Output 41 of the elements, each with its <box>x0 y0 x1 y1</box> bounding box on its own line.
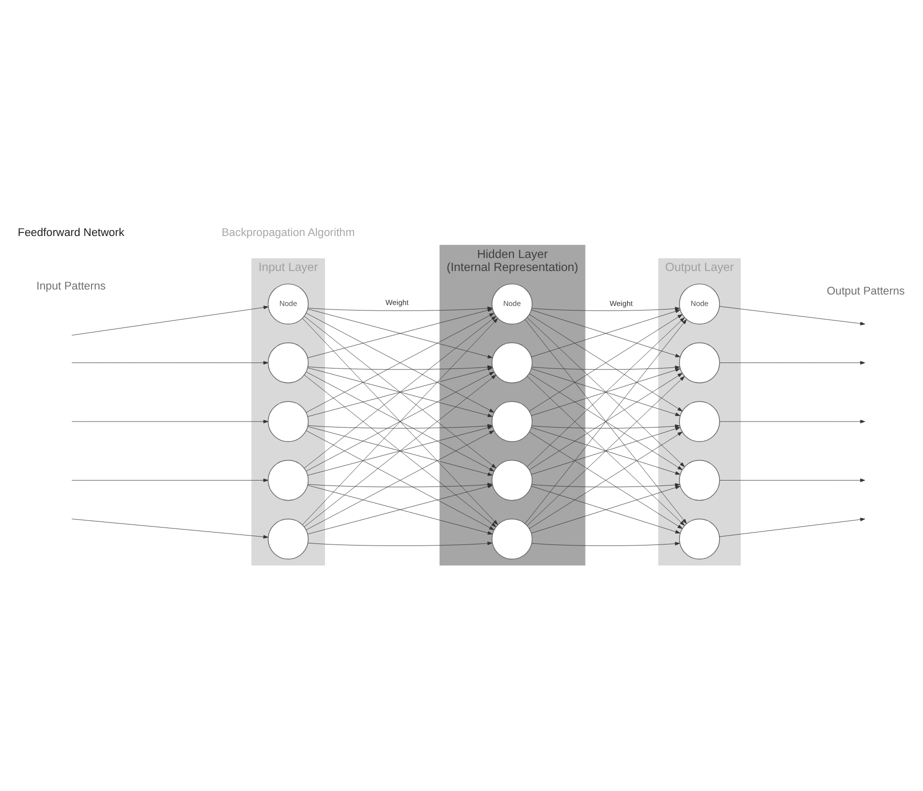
arrow <box>529 372 683 470</box>
arrow <box>304 374 496 528</box>
edge-label: Weight <box>610 298 633 308</box>
node-circle <box>268 518 309 560</box>
node-circle <box>268 460 309 501</box>
label: Input Patterns <box>36 280 106 293</box>
node-circle: Node <box>268 284 309 324</box>
arrow <box>532 483 680 488</box>
arrow <box>532 366 680 370</box>
arrow <box>720 478 866 482</box>
arrow <box>529 432 683 529</box>
arrow <box>720 361 866 365</box>
arrow <box>529 314 683 412</box>
arrow <box>531 427 680 475</box>
edge-label: Weight <box>386 298 409 308</box>
node-circle <box>268 342 309 384</box>
arrow <box>308 542 492 546</box>
arrow <box>532 542 680 546</box>
label: Feedforward Network <box>18 226 124 239</box>
node-circle <box>492 401 533 442</box>
arrow <box>524 319 687 524</box>
arrow <box>526 376 685 526</box>
arrow <box>531 486 680 534</box>
arrow <box>531 310 680 358</box>
arrow <box>526 317 685 467</box>
arrow <box>72 518 268 539</box>
arrow <box>719 518 866 537</box>
arrow <box>72 420 268 424</box>
node-circle <box>268 401 309 442</box>
label: Output Patterns <box>826 286 905 298</box>
label: Backpropagation Algorithm <box>222 226 355 239</box>
arrow <box>531 368 680 416</box>
arrow <box>719 306 866 326</box>
arrow <box>532 306 680 311</box>
arrow <box>72 306 268 336</box>
arrow <box>72 361 268 365</box>
arrow <box>532 424 680 428</box>
node-circle <box>679 401 720 442</box>
arrow <box>72 478 268 482</box>
arrow <box>720 420 866 424</box>
arrow <box>302 318 498 525</box>
